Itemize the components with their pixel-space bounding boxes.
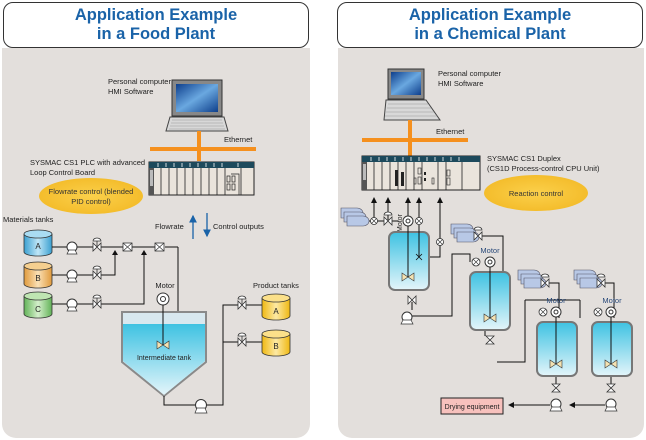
reactor-3 [536,317,578,377]
pump-icon [66,241,78,255]
control-valve-icon [407,295,417,305]
control-valve-icon [237,332,247,347]
intermediate-tank-label: Intermediate tank [137,355,192,362]
food-bubble-line1: Flowrate control (blended [49,187,134,196]
product-tank-b: B [261,329,291,357]
reactor-1 [388,225,430,291]
food-pc-label-2: HMI Software [108,87,153,96]
motor-icon [605,306,617,318]
material-tank-b: B [23,261,53,289]
product-tank-a-label: A [273,307,279,316]
chemical-plant-title: Application Example in a Chemical Plant [337,2,643,48]
sensor-icon [436,238,444,246]
pump-icon [604,398,618,412]
motor-icon [156,292,170,306]
food-plant-title-line1: Application Example [74,6,238,24]
tank-a-label: A [35,242,41,251]
chem-ethernet: Ethernet [362,120,468,157]
chem-pc-label-1: Personal computer [438,69,501,78]
product-tank-a: A [261,293,291,321]
chem-plc-label-2: (CS1D Process-control CPU Unit) [487,164,600,173]
food-plc-label-1: SYSMAC CS1 PLC with advanced [30,158,145,167]
feed-hopper-icon [450,223,480,243]
motor-icon [550,306,562,318]
chem-plc: SYSMAC CS1 Duplex (CS1D Process-control … [361,154,600,191]
reactor-2-motor-label: Motor [480,246,500,255]
pump-icon [66,269,78,283]
intermediate-tank: Intermediate tank [121,305,207,398]
laptop-icon [383,68,441,121]
tank-b-label: B [35,274,40,283]
pump-icon [66,298,78,312]
product-tanks-label: Product tanks [253,281,299,290]
drying-equipment-label: Drying equipment [445,404,500,411]
food-control-bubble: Flowrate control (blended PID control) [39,178,143,214]
control-valve-icon [551,383,561,393]
control-valve-icon [606,383,616,393]
chem-control-bubble: Reaction control [484,175,588,211]
materials-tanks-label: Materials tanks [3,215,54,224]
control-valve-icon [471,257,481,267]
flowrate-label: Flowrate [155,222,184,231]
laptop-icon [165,79,229,132]
reaction-control-label: Reaction control [509,189,564,198]
control-valve-icon [92,294,102,309]
control-valve-icon [538,307,548,317]
food-pc-label-1: Personal computer [108,77,171,86]
motor-icon [484,256,496,268]
control-valve-icon [92,237,102,252]
control-valve-icon [593,307,603,317]
chemical-plant-title-line2: in a Chemical Plant [414,25,566,43]
reactor-4-motor-label: Motor [602,296,622,305]
reactor-4 [591,317,633,377]
sensor-icon [415,217,423,225]
tank-c-label: C [35,305,41,314]
drying-equipment: Drying equipment [440,397,504,415]
food-plc-label-2: Loop Control Board [30,168,95,177]
control-valve-icon [383,211,393,226]
food-ethernet: Ethernet [150,131,256,161]
food-plant-title: Application Example in a Food Plant [3,2,309,48]
material-tank-c: C [23,291,53,319]
food-signal-arrows: Flowrate Control outputs [155,213,264,239]
chemical-plant-title-line1: Application Example [408,6,572,24]
control-valve-icon [92,265,102,280]
control-valve-icon [596,273,606,288]
food-plc: SYSMAC CS1 PLC with advanced Loop Contro… [30,158,255,196]
sensor-icon [370,217,378,225]
food-outlet-pipes [163,304,262,406]
product-tank-b-label: B [273,342,278,351]
chem-pc-label-2: HMI Software [438,79,483,88]
pump-icon [549,398,563,412]
control-valve-icon [540,273,550,288]
reactor-3-motor-label: Motor [546,296,566,305]
chem-pc: Personal computer HMI Software [383,68,501,121]
motor-icon [402,215,414,227]
chem-motor-label-vertical: Motor [397,213,404,232]
chem-ethernet-label: Ethernet [436,127,465,136]
control-outputs-label: Control outputs [213,222,264,231]
food-bubble-line2: PID control) [71,197,111,206]
food-plant-title-line2: in a Food Plant [96,25,216,43]
chem-plc-label-1: SYSMAC CS1 Duplex [487,154,561,163]
flowmeter-icon [154,242,165,252]
food-pc: Personal computer HMI Software [108,77,229,132]
feed-hopper-icon [573,269,603,289]
pump-icon [400,311,414,325]
food-ethernet-label: Ethernet [224,135,253,144]
control-valve-icon [237,295,247,310]
flowmeter-icon [122,242,133,252]
pump-icon [194,399,208,414]
feed-hopper-icon [517,269,547,289]
food-motor-label: Motor [155,281,175,290]
reactor-2 [469,267,511,331]
feed-hopper-icon [340,207,370,227]
control-valve-icon [473,226,483,241]
material-tank-a: A [23,229,53,257]
control-valve-icon [485,335,495,345]
